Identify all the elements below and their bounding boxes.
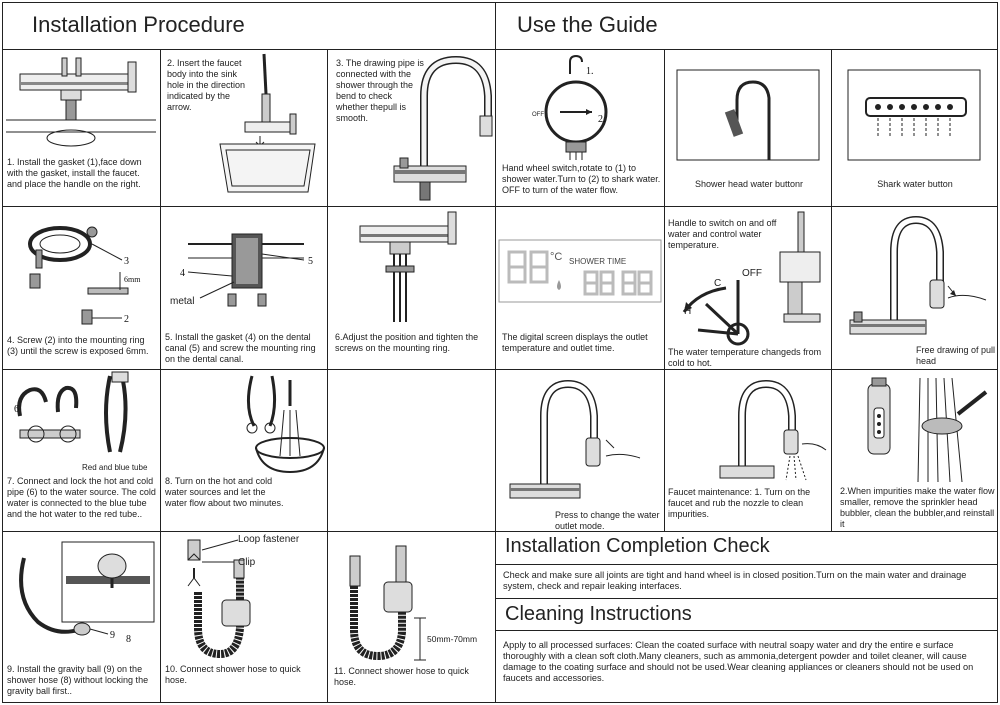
shower-head-button-illustration: [676, 69, 820, 161]
digital-screen-caption: The digital screen displays the outlet t…: [502, 332, 648, 353]
bubbler-cleaning-caption: 2.When impurities make the water flow sm…: [840, 486, 995, 529]
step9-illustration: 9 8: [19, 541, 155, 645]
loop-fastener-label: Loop fastener: [238, 534, 300, 545]
label-3: 3: [124, 256, 129, 267]
step3-illustration: [393, 55, 493, 201]
step5-illustration: 5 4: [180, 233, 313, 307]
cleaning-title: Cleaning Instructions: [505, 603, 692, 625]
header-title: Use the Guide: [517, 12, 658, 37]
wheel-label-1: 1.: [586, 66, 594, 77]
off-label: OFF: [742, 268, 762, 279]
wheel-label-2: 2.: [598, 114, 606, 125]
label-2: 2: [124, 314, 129, 325]
cold-label: C: [714, 278, 721, 289]
handle-temperature-illustration: OFF C H: [682, 211, 821, 346]
step6-caption: 6.Adjust the position and tighten the sc…: [335, 332, 479, 353]
handle-temperature-caption-top: Handle to switch on and off water and co…: [668, 218, 777, 250]
step1-illustration: [6, 57, 156, 147]
step7-caption: 7. Connect and lock the hot and cold pip…: [7, 476, 156, 519]
step9-caption: 9. Install the gravity ball (9) on the s…: [7, 664, 149, 696]
step8-caption: 8. Turn on the hot and cold water source…: [165, 476, 284, 508]
cleaning-text: Apply to all processed surfaces: Clean t…: [503, 640, 974, 683]
label-metal: metal: [170, 296, 195, 307]
shark-water-button-caption: Shark water button: [877, 179, 953, 189]
installation-procedure-header: Installation Procedure: [2, 2, 495, 50]
label-5: 5: [308, 256, 313, 267]
header-title: Installation Procedure: [32, 12, 245, 37]
label-8: 8: [126, 634, 131, 645]
clip-label: Clip: [238, 557, 256, 568]
hand-wheel-caption: Hand wheel switch,rotate to (1) to showe…: [502, 163, 661, 195]
completion-title: Installation Completion Check: [505, 535, 770, 557]
grid-line: [327, 50, 328, 531]
step2-caption: 2. Insert the faucet body into the sink …: [167, 58, 246, 112]
section-divider: [495, 2, 496, 703]
hot-label: H: [684, 306, 691, 317]
maintenance-illustration: [719, 379, 827, 481]
step10-illustration: [187, 539, 251, 659]
press-mode-caption: Press to change the water outlet mode.: [555, 510, 660, 531]
maintenance-caption: Faucet maintenance: 1. Turn on the fauce…: [668, 487, 811, 519]
red-blue-tube-label: Red and blue tube: [82, 463, 148, 472]
grid-line: [664, 50, 665, 531]
wheel-label-off: OFF: [532, 112, 544, 118]
label-4: 4: [180, 268, 185, 279]
grid-line: [495, 564, 998, 565]
step4-illustration: 3 6mm 2: [28, 226, 141, 325]
grid-line: [327, 531, 328, 703]
label-6mm: 6mm: [124, 275, 141, 284]
grid-line: [2, 369, 998, 370]
step5-caption: 5. Install the gasket (4) on the dental …: [165, 332, 316, 364]
step10-caption: 10. Connect shower hose to quick hose.: [165, 664, 301, 685]
digital-screen-illustration: °C SHOWER TIME: [498, 239, 662, 303]
bubbler-cleaning-illustration: [867, 377, 988, 483]
grid-line: [160, 50, 161, 703]
grid-line: [831, 50, 832, 531]
step1-caption: 1. Install the gasket (1),face down with…: [7, 157, 142, 189]
hose-length-label: 50mm-70mm: [427, 634, 478, 644]
pull-head-caption: Free drawing of pull head: [916, 345, 996, 366]
shark-water-button-illustration: [847, 69, 981, 161]
hand-wheel-illustration: 1. OFF 2.: [532, 54, 608, 160]
step6-illustration: [359, 211, 457, 322]
pull-head-illustration: [849, 215, 987, 335]
step11-caption: 11. Connect shower hose to quick hose.: [334, 666, 469, 687]
completion-text: Check and make sure all joints are tight…: [503, 570, 967, 591]
grid-line: [2, 531, 998, 532]
use-the-guide-header: Use the Guide: [495, 2, 998, 50]
handle-temperature-caption-bottom: The water temperature changeds from cold…: [668, 347, 822, 368]
shower-head-button-caption: Shower head water buttonr: [694, 179, 804, 189]
label-9: 9: [110, 630, 115, 641]
shower-time-label: SHOWER TIME: [569, 257, 626, 266]
step2-illustration: [219, 53, 316, 193]
deg-c-label: °C: [550, 251, 562, 263]
grid-line: [2, 206, 998, 207]
step4-caption: 4. Screw (2) into the mounting ring (3) …: [7, 335, 149, 356]
press-mode-illustration: [509, 379, 641, 499]
step3-caption: 3. The drawing pipe is connected with th…: [336, 58, 424, 123]
label-6: 6: [14, 404, 19, 415]
grid-line: [495, 630, 998, 631]
step7-illustration: 6: [14, 371, 129, 453]
step11-illustration: [349, 545, 426, 661]
grid-line: [495, 598, 998, 599]
step8-illustration: [246, 375, 325, 474]
